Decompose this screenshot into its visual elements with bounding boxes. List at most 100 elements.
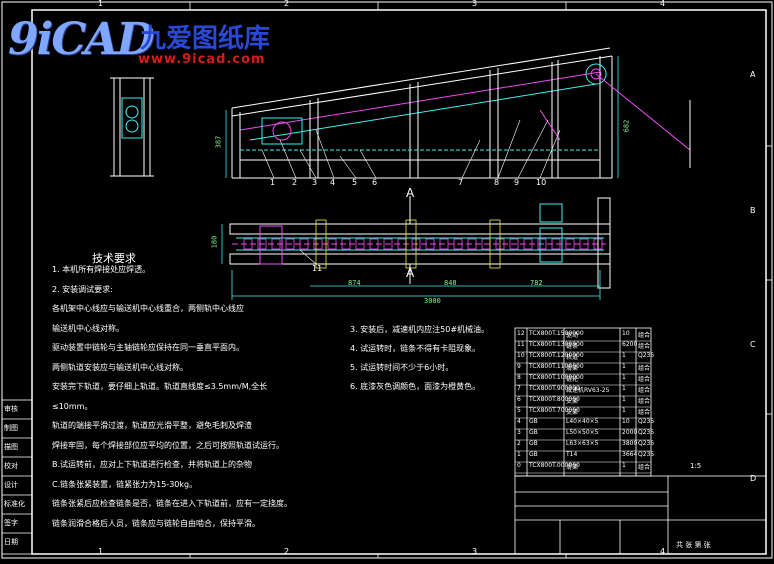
zone-bottom-1: 1 xyxy=(98,547,104,556)
zone-bottom-2: 2 xyxy=(284,547,290,556)
stamp-label: 签字 xyxy=(4,519,18,527)
requirements-title: 技术要求 xyxy=(92,252,136,265)
bom-cell: 2 xyxy=(517,440,521,447)
requirement-line: 焊接牢固，每个焊接部位应平均的位置，之后可按照轨道试运行。 xyxy=(52,440,284,450)
zone-right-a: A xyxy=(750,70,756,79)
chain-link xyxy=(257,238,267,250)
chain-link xyxy=(537,238,547,250)
bom-cell: 1 xyxy=(622,352,626,359)
requirement-line-2: 5. 试运转时间不少于6小时。 xyxy=(350,363,454,372)
chain-link xyxy=(299,238,309,250)
bom-cell: 支架 xyxy=(566,409,579,416)
bom-cell: 链条 xyxy=(566,343,579,350)
requirement-line: 2. 安装调试要求: xyxy=(52,284,113,294)
bom-cell: TCX800T.1500000 xyxy=(529,330,584,337)
requirement-line: 链条润滑合格后人员，链条应与链轮自由啮合，保持平滑。 xyxy=(52,518,260,528)
balloon-3: 3 xyxy=(312,178,318,187)
chain-link xyxy=(313,238,323,250)
stamp-label: 日期 xyxy=(4,538,18,546)
bom-cell: 10 xyxy=(622,330,630,337)
zone-top-4: 4 xyxy=(660,0,666,8)
dimension-lines xyxy=(221,56,619,300)
chain-link xyxy=(579,238,589,250)
bom-cell: 滑架 xyxy=(566,365,579,372)
stamp-label: 设计 xyxy=(4,481,18,489)
chain-links xyxy=(243,219,603,269)
requirement-line: C.链条张紧装置，链紧张力为15-30kg。 xyxy=(52,479,198,489)
plan-support xyxy=(315,219,327,269)
bom-cell: TCX800T.900000 xyxy=(529,385,580,392)
bom-cell: 2000 xyxy=(622,429,638,436)
bom-cell: GB xyxy=(529,451,538,458)
bom-cell: 8 xyxy=(517,374,521,381)
bom-cell: Q235 xyxy=(638,352,655,359)
bom-cell: TCX800T.1100000 xyxy=(529,363,584,370)
bom-cell: TCX800T.1000000 xyxy=(529,374,584,381)
left-stamp-table xyxy=(1,399,33,555)
requirement-line: 轨道的端接平滑过渡，轨道应光滑平整，避免毛刺及焊渣 xyxy=(52,421,252,430)
bom-cell: 11 xyxy=(517,341,525,348)
leader-line xyxy=(517,119,549,179)
stamp-label: 标准化 xyxy=(4,500,25,508)
bom-cell: 3800 xyxy=(622,440,638,447)
bom-cell: 轨道 xyxy=(566,354,579,361)
leader-line xyxy=(299,149,317,179)
chain-link xyxy=(369,238,379,250)
requirement-line: B.试运转前，应对上下轨道进行检查，并将轨道上的杂物 xyxy=(52,460,253,469)
zone-top-3: 3 xyxy=(472,0,478,8)
dim-seg1: 874 xyxy=(348,279,361,287)
requirement-line-2: 4. 试运转时，链条不得有卡阻现象。 xyxy=(350,344,481,353)
section-mark-bottom: A xyxy=(406,266,415,280)
balloon-8: 8 xyxy=(494,178,500,187)
bom-cell: 3 xyxy=(517,429,521,436)
zone-top-2: 2 xyxy=(284,0,290,8)
balloon-2: 2 xyxy=(292,178,298,187)
bom-cell: L50×50×5 xyxy=(566,429,599,436)
bom-cell: Q235 xyxy=(638,440,655,447)
dim-overall: 3000 xyxy=(424,297,441,305)
titleblock-sheet: 共 张 第 张 xyxy=(676,541,711,549)
plan-view xyxy=(229,197,611,289)
requirement-line: 各机架中心线应与输送机中心线重合，两侧轨中心线应 xyxy=(52,304,244,313)
logo-mark: 9iCAD xyxy=(8,14,155,65)
bom-cell: Q235 xyxy=(638,429,655,436)
requirement-line: 安装完下轨道，要仔细上轨道。轨道直线度≤3.5mm/M,全长 xyxy=(52,382,268,391)
bom-cell: 10 xyxy=(622,418,630,425)
bom-cell: T14 xyxy=(566,451,578,458)
requirement-line: 两侧轨道安装应与输送机中心线对称。 xyxy=(52,362,188,372)
chain-link xyxy=(271,238,281,250)
front-elevation xyxy=(231,47,691,179)
logo-name: 九爱图纸库 xyxy=(140,24,271,54)
zone-ticks xyxy=(189,2,772,558)
inner-border xyxy=(31,9,767,555)
bom-cell: 支架 xyxy=(566,398,579,405)
bom-cell: 组合 xyxy=(638,376,651,383)
chain-link xyxy=(285,238,295,250)
balloon-10: 10 xyxy=(536,178,547,187)
stamp-label: 审核 xyxy=(4,405,18,413)
chain-link xyxy=(523,238,533,250)
requirement-line: 输送机中心线对称。 xyxy=(52,323,124,333)
requirement-line: 1. 本机所有焊接处应焊透。 xyxy=(52,265,151,274)
bom-cell: 10 xyxy=(517,352,525,359)
leader-line xyxy=(497,119,521,179)
chain-link xyxy=(551,238,561,250)
bom-cell: GB xyxy=(529,429,538,436)
bom-cell: TCX800T.1200000 xyxy=(529,352,584,359)
leader-line xyxy=(261,149,275,179)
leader-line xyxy=(359,149,377,179)
bom-cell: 滑架 xyxy=(566,464,579,471)
plan-support xyxy=(405,219,417,269)
balloon-1: 1 xyxy=(270,178,276,187)
requirement-line: ≤10mm。 xyxy=(52,401,93,411)
section-mark-top: A xyxy=(406,186,415,200)
chain-link xyxy=(243,238,253,250)
bom-cell: 组合 xyxy=(638,332,651,339)
bom-cell: 1 xyxy=(622,374,626,381)
balloon-4: 4 xyxy=(330,178,336,187)
dim-seg3: 782 xyxy=(530,279,543,287)
titleblock-scale: 1:5 xyxy=(690,462,702,470)
